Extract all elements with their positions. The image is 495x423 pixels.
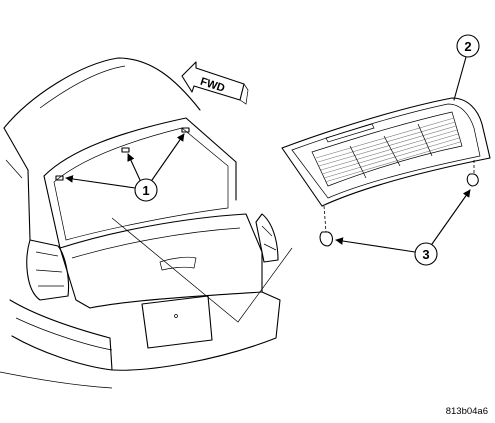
callout-3: 3 (335, 189, 471, 266)
callout-1-label: 1 (142, 183, 149, 198)
vehicle-rear-body (0, 57, 281, 389)
callout-2-label: 2 (464, 39, 471, 54)
glass-mounting-studs (55, 127, 190, 181)
glass-origin-leader (111, 217, 293, 323)
glass-clip-left (319, 231, 334, 247)
callout-1: 1 (65, 133, 185, 202)
callout-3-label: 3 (422, 247, 429, 262)
stud-right (181, 127, 190, 133)
glass-clip-right (466, 173, 479, 187)
rear-glass-panel (281, 97, 491, 247)
stud-left (55, 175, 64, 181)
defroster-grid-lines (315, 117, 461, 183)
figure-id: 813b04a6 (446, 406, 488, 417)
callout-2: 2 (453, 34, 480, 101)
fwd-direction-arrow: FWD (181, 61, 249, 105)
stud-center (121, 147, 130, 153)
